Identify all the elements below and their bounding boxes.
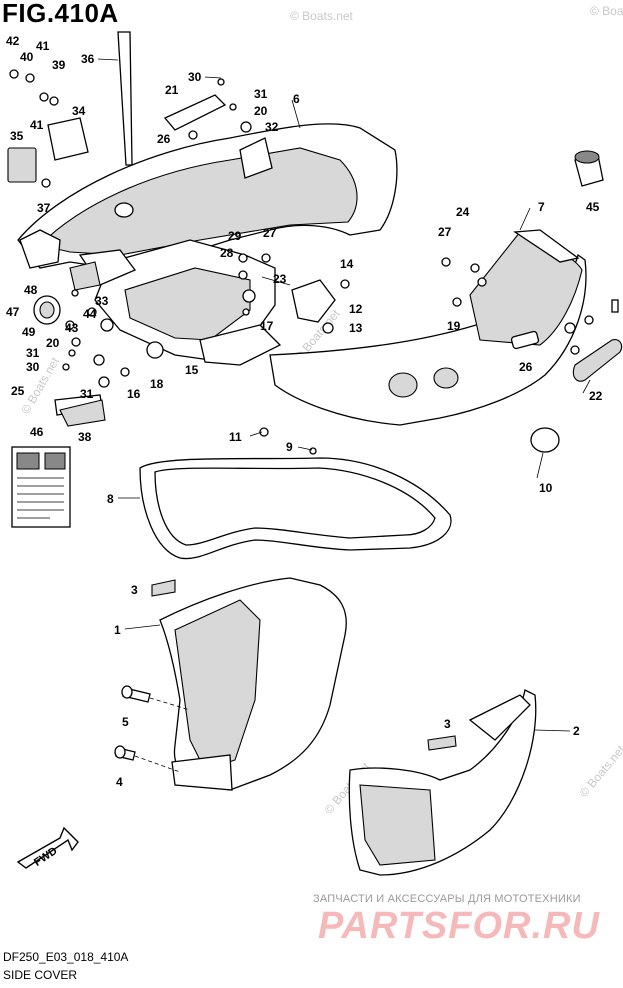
callout-labels: 42 41 40 39 36 30 21 31 6 20 32 26 34 41… [6,34,603,789]
callout-30-top: 30 [188,70,202,84]
callout-46: 46 [30,425,44,439]
callout-39: 39 [52,58,66,72]
callout-41-mid: 41 [30,118,44,132]
callout-15: 15 [185,363,199,377]
callout-12: 12 [349,302,363,316]
callout-4: 4 [116,775,123,789]
callout-31-top: 31 [254,87,268,101]
fwd-arrow-icon: FWD [16,826,79,869]
footer-code: DF250_E03_018_410A [3,950,129,964]
footer-name: SIDE COVER [3,968,78,982]
callout-9: 9 [286,440,293,454]
callout-28-left: 28 [220,246,234,260]
callout-43: 43 [65,321,79,335]
upper-side-cover-left [17,123,398,269]
callout-8: 8 [107,492,114,506]
part-2-lower-cover-right [348,689,537,876]
callout-40: 40 [20,50,34,64]
callout-26-right: 26 [519,360,533,374]
callout-31-lower: 31 [80,387,94,401]
side-cover-right [269,229,587,426]
part-46-label [11,446,71,528]
callout-41-top: 41 [36,39,50,53]
callout-30-left: 30 [26,360,40,374]
callout-1: 1 [114,623,121,637]
callout-32-top: 32 [265,120,279,134]
part-35-plate [7,147,37,183]
callout-27-right: 27 [438,225,452,239]
callout-26-top: 26 [157,132,171,146]
watermark-top: © Boats.net [290,9,354,23]
part-36-strap [117,31,133,166]
callout-14: 14 [340,257,354,271]
leader-lines [97,58,591,732]
callout-5: 5 [122,715,129,729]
watermark-ru-text: ЗАПЧАСТИ И АКСЕССУАРЫ ДЛЯ МОТОТЕХНИКИ [313,893,581,905]
small-hardware [9,69,619,455]
watermark-right: © Boats.net [577,742,623,800]
part-12-bracket [291,279,336,323]
part-21-latch [163,94,227,131]
callout-19-right: 19 [447,319,461,333]
part-3-clip-upper [151,579,176,597]
callout-20-left: 20 [46,336,60,350]
callout-3-upper: 3 [131,583,138,597]
callout-25: 25 [11,384,25,398]
callout-24: 24 [456,205,470,219]
callout-48: 48 [24,283,38,297]
callout-33: 33 [95,294,109,308]
bolt-4-line [134,755,181,773]
inner-bracket-assembly [78,239,282,366]
part-33-grommet [69,261,101,291]
callout-16: 16 [127,387,141,401]
callout-44: 44 [83,307,97,321]
part-5-bolt [121,685,151,703]
callout-13: 13 [349,321,363,335]
part-10-plug [530,427,560,453]
callout-10: 10 [539,481,553,495]
callout-31-left: 31 [26,346,40,360]
callout-6: 6 [293,92,300,106]
callout-42: 42 [6,34,20,48]
callout-18: 18 [150,377,164,391]
callout-29-left: 29 [228,229,242,243]
part-38-strip [59,399,106,427]
part-1-lower-cover-left [159,577,347,791]
watermark-ru-logo: PARTSFOR.RU [318,905,600,947]
callout-7: 7 [538,200,545,214]
callout-49: 49 [22,325,36,339]
callout-36: 36 [81,52,95,66]
part-4-bolt [114,745,136,761]
callout-2: 2 [573,724,580,738]
callout-3-lower: 3 [444,717,451,731]
part-22-seal [572,339,623,382]
callout-45: 45 [586,200,600,214]
part-3-clip-lower [427,735,457,751]
callout-35: 35 [10,129,24,143]
part-34-bracket [47,117,89,161]
part-45-plug [574,150,604,187]
callout-11: 11 [229,430,242,444]
callout-20-top: 20 [254,104,268,118]
callout-34: 34 [72,104,86,118]
callout-38: 38 [78,430,92,444]
part-8-seal [139,457,452,560]
callout-27-left: 27 [263,226,277,240]
callout-17: 17 [260,319,274,333]
callout-21: 21 [165,83,179,97]
watermark-corner: © Boats.net [590,4,623,18]
callout-22: 22 [589,389,603,403]
figure-title: FIG.410A [2,0,119,28]
callout-23: 23 [273,272,287,286]
callout-37: 37 [37,201,51,215]
part-47-grommet [33,295,61,325]
callout-47: 47 [6,305,20,319]
